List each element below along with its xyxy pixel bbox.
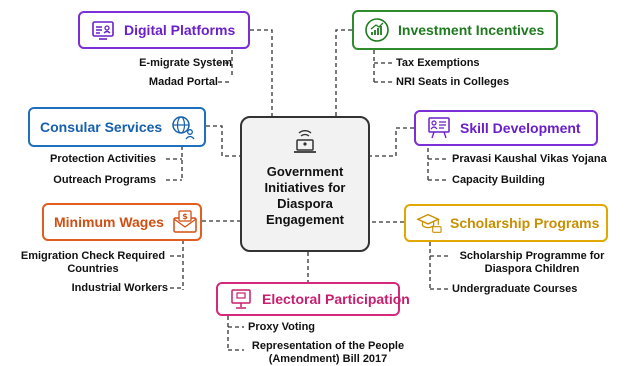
item-proxy-voting: Proxy Voting [248,321,316,333]
center-node: Government Initiatives for Diaspora Enga… [240,116,370,252]
item-representation-bill: Representation of the People (Amendment)… [251,340,405,365]
item-capacity-building: Capacity Building [452,174,545,186]
investment-incentives-label: Investment Incentives [398,22,545,38]
consular-services-node: Consular Services [28,107,206,147]
item-industrial-workers: Industrial Workers [71,282,168,294]
skill-development-label: Skill Development [460,120,581,136]
item-madad-portal: Madad Portal [148,76,218,88]
item-emigration-check: Emigration Check Required Countries [20,250,166,275]
ballot-box-icon [228,287,254,311]
item-outreach-programs: Outreach Programs [53,174,156,186]
item-scholarship-programme: Scholarship Programme for Diaspora Child… [459,250,605,275]
minimum-wages-node: Minimum Wages $ [42,203,202,241]
money-envelope-icon: $ [172,210,198,234]
item-e-migrate: E-migrate System [139,57,232,69]
minimum-wages-label: Minimum Wages [54,214,164,230]
growth-chart-icon [364,18,390,42]
scholarship-programs-node: Scholarship Programs [404,204,608,242]
electoral-participation-node: Electoral Participation [216,282,410,316]
digital-platforms-node: Digital Platforms [78,11,250,49]
training-board-icon [426,116,452,140]
center-title: Government Initiatives for Diaspora Enga… [264,164,346,227]
svg-text:$: $ [182,212,188,221]
scholarship-programs-label: Scholarship Programs [450,215,600,231]
graduation-cap-icon [416,211,442,235]
item-undergraduate-courses: Undergraduate Courses [452,283,578,295]
digital-platforms-label: Digital Platforms [124,22,236,38]
skill-development-node: Skill Development [414,110,598,146]
item-nri-seats: NRI Seats in Colleges [396,76,510,88]
investment-incentives-node: Investment Incentives [352,10,558,50]
id-card-icon [90,18,116,42]
laptop-signal-icon [290,128,320,158]
globe-user-icon [170,115,196,140]
item-tax-exemptions: Tax Exemptions [396,57,480,69]
electoral-participation-label: Electoral Participation [262,291,410,307]
item-pravasi-kaushal: Pravasi Kaushal Vikas Yojana [452,153,607,165]
item-protection-activities: Protection Activities [50,153,156,165]
consular-services-label: Consular Services [40,119,163,135]
